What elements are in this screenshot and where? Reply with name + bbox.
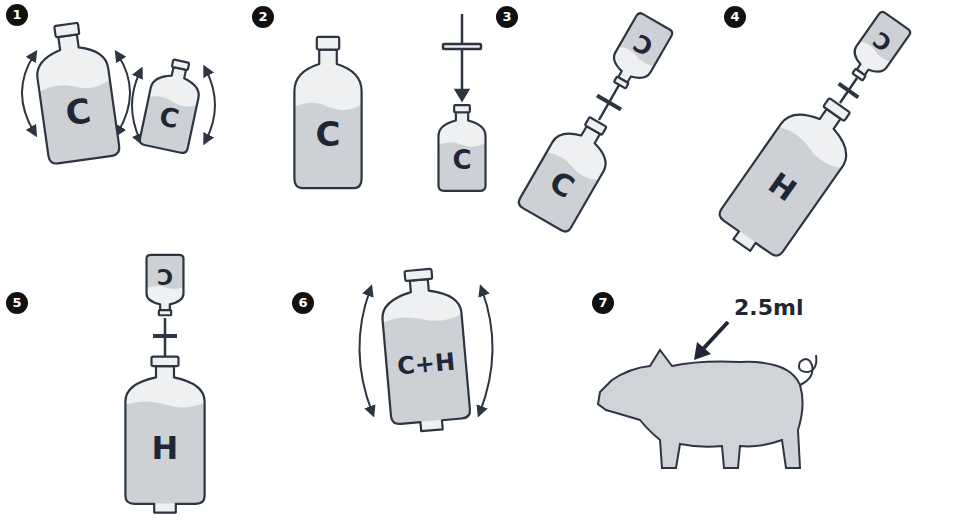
shake-arrows [22,55,493,412]
vaccine-vial: C [288,35,368,190]
container-letter: C [316,117,341,151]
container-outline [511,103,629,238]
container-letter: C+H [396,349,456,378]
callout-number: 4 [724,6,746,28]
callout-number: 5 [6,292,28,314]
transfer-needles [153,14,858,358]
vaccine-vial: C [598,9,677,98]
container-outline [373,264,477,436]
callout-number: 1 [6,4,28,26]
vaccine-vial: C [434,104,490,192]
pig [598,350,816,468]
container-letter: C [63,93,92,130]
vaccine-vial: C [134,54,210,156]
vaccine-vial: C [511,103,629,238]
container-letter: C [157,265,173,287]
vaccine-vial: C [143,254,187,316]
injection-arrow [694,322,728,360]
callout-number: 3 [496,6,518,28]
callout-number: 2 [252,6,274,28]
container-letter: H [152,432,179,464]
callout-number: 7 [592,292,614,314]
callout-number: 6 [292,292,314,314]
infusion-bag: C+H [373,264,477,436]
dose-label: 2.5ml [734,296,803,320]
container-outline [288,35,368,190]
container-letter: C [452,147,471,173]
vaccine-vial: C [23,17,127,167]
vaccine-vial: C [839,8,915,91]
container-outline [23,17,127,167]
infusion-bag: H [120,355,210,515]
infusion-bag: H [705,79,875,271]
